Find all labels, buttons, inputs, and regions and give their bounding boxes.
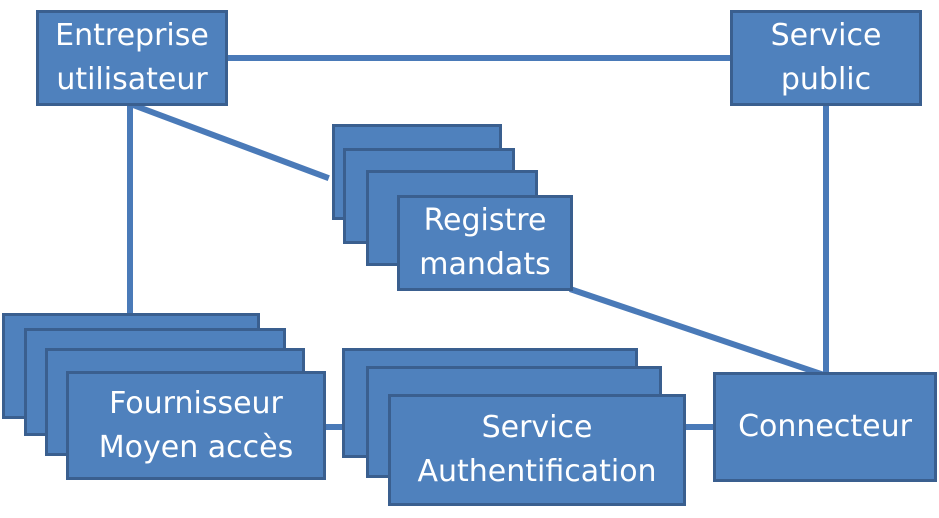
node-service-authentification: Service Authentification <box>388 394 686 506</box>
node-label: Service <box>481 410 593 445</box>
node-label: Fournisseur <box>109 385 283 421</box>
node-label: Entreprise <box>55 18 209 53</box>
node-label: Service <box>770 18 882 53</box>
node-label: mandats <box>419 247 551 282</box>
node-entreprise-utilisateur: Entreprise utilisateur <box>36 10 228 106</box>
edge-authentification-connecteur <box>684 424 716 430</box>
node-label: Authentification <box>417 454 657 489</box>
node-service-public: Service public <box>730 10 922 106</box>
edge-entreprise-registre <box>131 102 330 182</box>
node-label: public <box>780 62 872 97</box>
node-connecteur: Connecteur <box>713 372 937 482</box>
node-label: Moyen accès <box>98 429 294 465</box>
edge-fournisseur-authentification <box>325 424 345 430</box>
edge-service-public-connecteur <box>823 104 829 374</box>
node-label: utilisateur <box>56 62 208 97</box>
node-registre-mandats: Registre mandats <box>397 195 573 291</box>
node-label: Registre <box>423 203 547 238</box>
node-label: Connecteur <box>738 409 912 444</box>
node-fournisseur-moyen-acces: Fournisseur Moyen accès <box>66 371 326 480</box>
edge-entreprise-service-public <box>226 55 732 61</box>
edge-entreprise-fournisseur <box>127 104 133 314</box>
